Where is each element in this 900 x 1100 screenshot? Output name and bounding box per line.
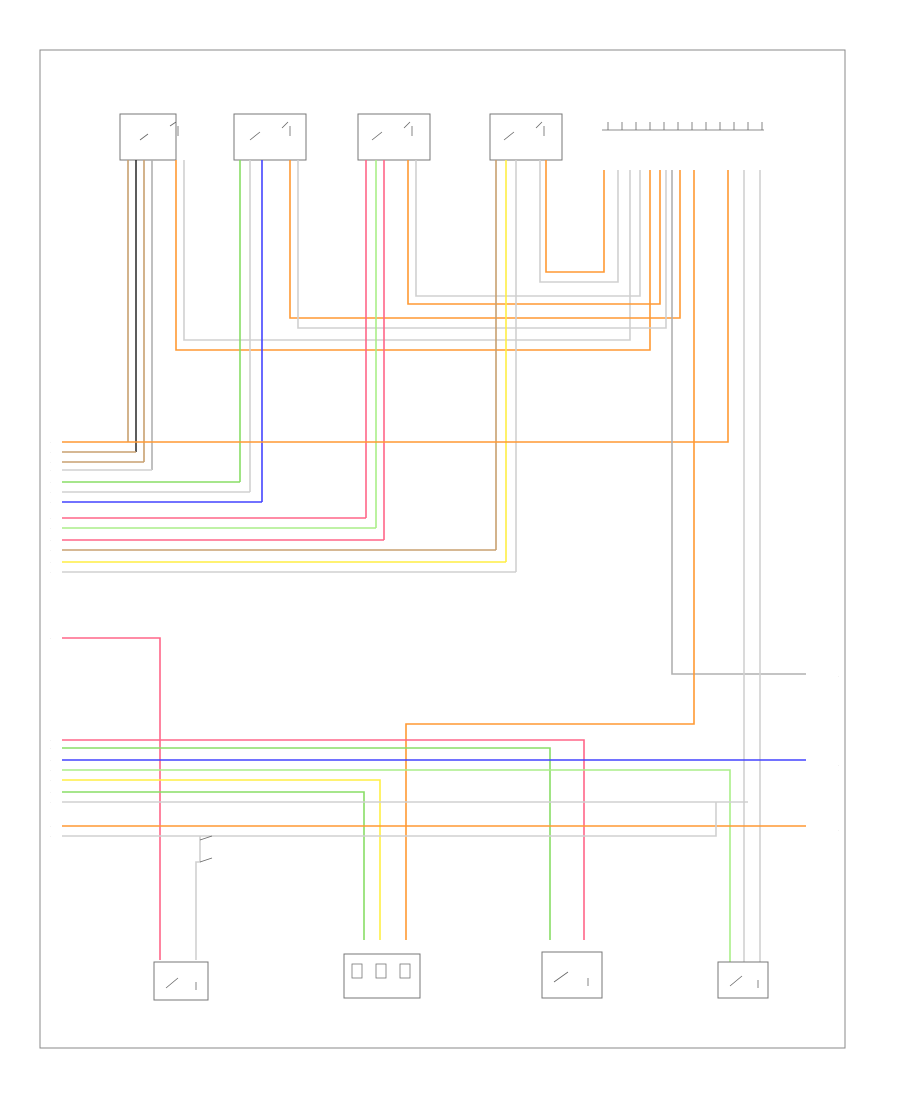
wire-lightgray [195, 836, 201, 960]
wire-orange [289, 160, 681, 319]
left-pin: · [50, 450, 51, 454]
right-pin: · [838, 828, 839, 832]
switch-symbol [139, 121, 179, 141]
wire-orange [545, 160, 605, 273]
wire-orange [405, 170, 695, 940]
switch-symbol [371, 121, 413, 141]
left-pin: · [50, 460, 51, 464]
left-pin: · [50, 490, 51, 494]
bottom-component-1 [153, 961, 209, 1001]
wire-orange [62, 170, 729, 443]
top-component-1-box [119, 113, 177, 161]
top-component-1 [119, 113, 179, 161]
wire-green [62, 747, 551, 940]
left-pin: · [50, 548, 51, 552]
wire-orange [175, 160, 651, 351]
diagram-frame [39, 49, 846, 1049]
wire-yellow [62, 779, 381, 940]
left-pin: · [50, 538, 51, 542]
wire-lightgray [415, 160, 641, 297]
bottom-component-4-box [717, 961, 769, 999]
left-pin: · [50, 834, 51, 838]
wire-pink [62, 739, 585, 940]
switch-symbol [199, 835, 213, 863]
sensor-element [399, 963, 411, 979]
wire-lightgreen [62, 769, 731, 962]
left-pin: · [50, 778, 51, 782]
right-pin: · [838, 763, 839, 767]
wire-layer [62, 160, 806, 962]
left-pin: · [50, 800, 51, 804]
left-pin: · [50, 468, 51, 472]
right-wire-labels: · · · [838, 674, 839, 832]
connector-pins [607, 122, 763, 130]
sensor-symbol [729, 975, 759, 988]
bottom-component-2 [343, 953, 421, 999]
wire-lightgray [297, 160, 667, 329]
left-pin: · [50, 738, 51, 742]
left-pin: · [50, 746, 51, 750]
left-pin: · [50, 500, 51, 504]
switch-symbol [503, 121, 545, 141]
sensor-element [351, 963, 363, 979]
left-pin: · [50, 636, 51, 640]
left-pin: · [50, 516, 51, 520]
bottom-component-3-box [541, 951, 603, 999]
sensor-symbol [165, 977, 197, 990]
sensor-symbol [553, 971, 589, 986]
bottom-component-1-box [153, 961, 209, 1001]
left-pin: · [50, 480, 51, 484]
wire-pink [62, 637, 161, 960]
wire-orange [407, 160, 661, 305]
left-pin: · [50, 570, 51, 574]
wire-lightgray [183, 160, 631, 341]
left-pin: · [50, 560, 51, 564]
left-wire-labels: · · · · · · · · · · · · · · · · · · · · · · · [50, 440, 51, 838]
right-pin: · [838, 674, 839, 678]
bottom-component-4 [717, 961, 769, 999]
top-component-2 [233, 113, 307, 161]
bottom-component-2-box [343, 953, 421, 999]
top-component-5 [602, 122, 764, 131]
bottom-component-3 [541, 951, 603, 999]
top-component-2-box [233, 113, 307, 161]
wire-lightgray [62, 802, 717, 837]
top-component-4 [489, 113, 563, 161]
wire-lightgray [539, 160, 619, 283]
top-component-4-box [489, 113, 563, 161]
left-pin: · [50, 526, 51, 530]
switch-labels [199, 835, 213, 863]
left-pin: · [50, 440, 51, 444]
left-pin: · [50, 824, 51, 828]
left-pin: · [50, 790, 51, 794]
left-pin: · [50, 768, 51, 772]
top-component-3 [357, 113, 431, 161]
sensor-element [375, 963, 387, 979]
wire-green [62, 791, 365, 940]
left-pin: · [50, 758, 51, 762]
switch-symbol [249, 121, 291, 141]
top-component-3-box [357, 113, 431, 161]
wire-gray [671, 170, 806, 675]
